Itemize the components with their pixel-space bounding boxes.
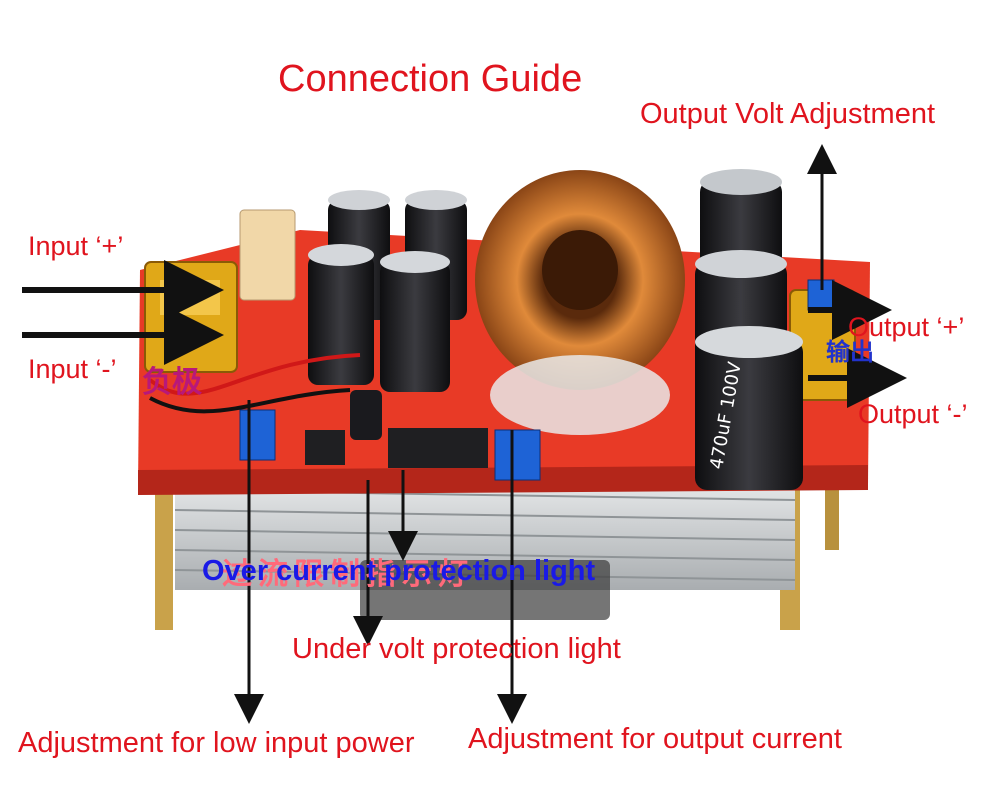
output-current-potentiometer <box>494 429 541 481</box>
guide-title: Connection Guide <box>278 58 583 100</box>
board-text-footer: 过流限制指示灯 <box>222 557 474 592</box>
output-volt-adjustment-label: Output Volt Adjustment <box>640 98 936 130</box>
low-input-adjustment-label: Adjustment for low input power <box>18 727 415 759</box>
control-ic <box>388 428 488 468</box>
toroid-inductor <box>475 170 685 435</box>
output-plus-label: Output ‘+’ <box>848 312 965 342</box>
under-volt-light-label: Under volt protection light <box>292 633 621 665</box>
input-terminal-screw <box>160 280 220 315</box>
over-current-light-label: Over current protection light <box>202 555 596 587</box>
input-plus-label: Input ‘+’ <box>28 231 124 261</box>
input-minus-label: Input ‘-’ <box>28 354 117 384</box>
wire-red <box>148 353 361 396</box>
output-minus-label: Output ‘-’ <box>858 399 968 429</box>
low-input-potentiometer <box>239 409 276 461</box>
arrow-right-icon <box>22 260 907 408</box>
standoff-left <box>155 470 173 630</box>
wire-black <box>149 388 351 414</box>
board-text-negative-pole: 负极 <box>142 365 202 400</box>
board-text-output: 输出 <box>826 337 874 366</box>
output-current-adjustment-label: Adjustment for output current <box>468 723 842 755</box>
input-capacitors <box>308 190 467 392</box>
fan-connector <box>239 209 296 301</box>
small-cap <box>350 390 382 440</box>
arrow-down-icon <box>234 400 527 724</box>
mosfet <box>305 430 345 465</box>
output-capacitors <box>695 169 803 490</box>
input-terminal <box>144 261 238 373</box>
heatsink-shadow <box>360 560 610 620</box>
